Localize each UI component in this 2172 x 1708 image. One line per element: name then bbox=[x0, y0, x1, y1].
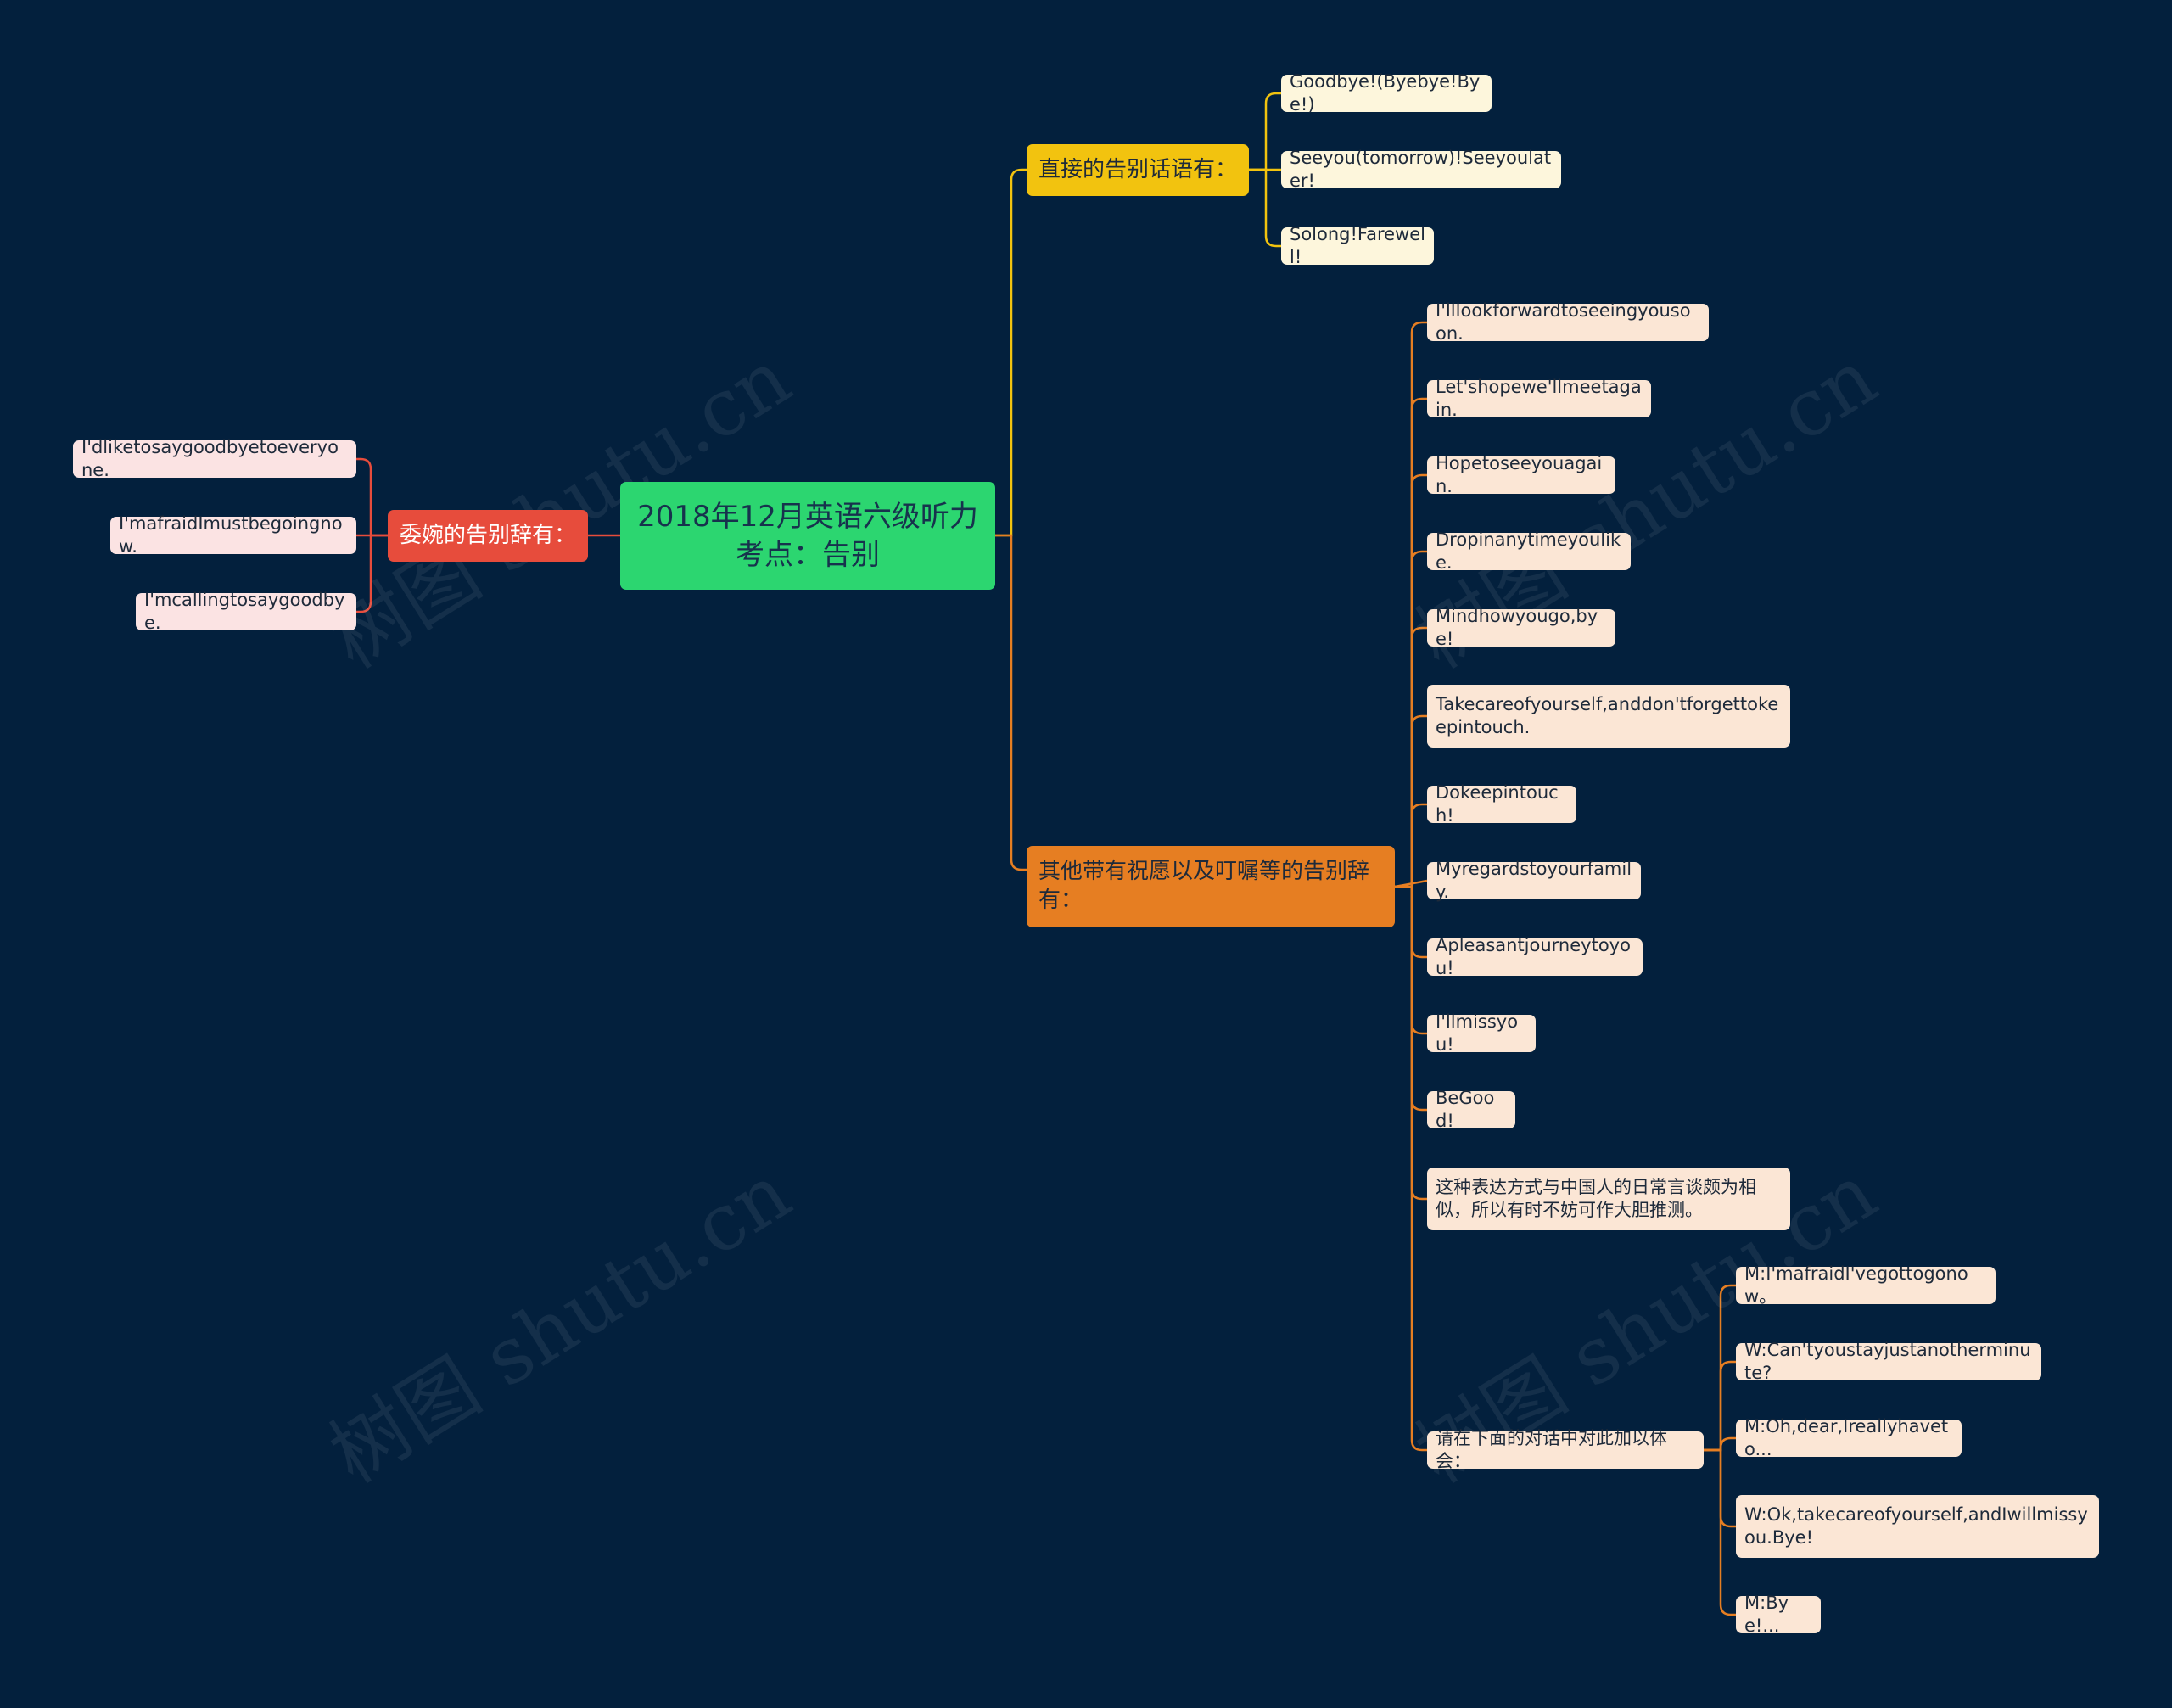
dialogue-line[interactable]: M:I'mafraidI'vegottogonow。 bbox=[1736, 1263, 1996, 1307]
connector-other-item bbox=[1395, 473, 1427, 888]
connector-root-direct bbox=[995, 168, 1027, 537]
connector-other-item bbox=[1395, 714, 1427, 888]
other-farewell-item[interactable]: Hopetoseeyouagain. bbox=[1427, 453, 1615, 496]
connector-other-item bbox=[1395, 626, 1427, 888]
connector-other-item bbox=[1395, 397, 1427, 888]
other-farewell-item[interactable]: Dropinanytimeyoulike. bbox=[1427, 529, 1631, 573]
root-topic[interactable]: 2018年12月英语六级听力考点：告别 bbox=[620, 482, 995, 590]
other-farewell-item[interactable]: Dokeepintouch! bbox=[1427, 782, 1576, 826]
connector-other-item bbox=[1395, 321, 1427, 888]
other-farewell-item[interactable]: Apleasantjourneytoyou! bbox=[1427, 935, 1643, 978]
dialogue-line[interactable]: M:Bye!... bbox=[1736, 1593, 1821, 1636]
dialogue-line[interactable]: W:Ok,takecareofyourself,andIwillmissyou.… bbox=[1736, 1495, 2099, 1558]
dialogue-prompt[interactable]: 请在下面的对话中对此加以体会： bbox=[1427, 1428, 1704, 1471]
other-farewell-item[interactable]: Let'shopewe'llmeetagain. bbox=[1427, 377, 1651, 420]
connector-dialogue-line bbox=[1704, 1448, 1736, 1616]
connector-root-other bbox=[995, 534, 1027, 871]
connector-other-item bbox=[1395, 885, 1427, 1452]
connector-polite-item bbox=[356, 534, 388, 613]
polite-farewell-item[interactable]: I'dliketosaygoodbyetoeveryone. bbox=[73, 437, 356, 480]
branch-direct-farewells[interactable]: 直接的告别话语有： bbox=[1027, 144, 1249, 196]
direct-farewell-item[interactable]: Goodbye!(Byebye!Bye!) bbox=[1281, 71, 1492, 115]
other-farewell-item[interactable]: Takecareofyourself,anddon'tforgettokeepi… bbox=[1427, 685, 1790, 748]
polite-farewell-item[interactable]: I'mafraidImustbegoingnow. bbox=[110, 513, 356, 557]
connector-dialogue-line bbox=[1704, 1284, 1736, 1452]
polite-farewell-item[interactable]: I'mcallingtosaygoodbye. bbox=[136, 590, 356, 633]
other-farewell-item[interactable]: Myregardstoyourfamily. bbox=[1427, 859, 1641, 902]
connector-direct-item bbox=[1249, 92, 1281, 171]
connector-other-item bbox=[1395, 803, 1427, 888]
connector-direct-item bbox=[1249, 168, 1281, 248]
other-farewell-item[interactable]: I'lllookforwardtoseeingyousoon. bbox=[1427, 300, 1709, 344]
connector-other-item bbox=[1395, 550, 1427, 888]
other-farewell-item[interactable]: Mindhowyougo,bye! bbox=[1427, 606, 1615, 649]
direct-farewell-item[interactable]: Seeyou(tomorrow)!Seeyoulater! bbox=[1281, 148, 1561, 191]
branch-polite-farewells[interactable]: 委婉的告别辞有： bbox=[388, 510, 588, 562]
connector-polite-item bbox=[356, 457, 388, 537]
other-farewell-item[interactable]: BeGood! bbox=[1427, 1088, 1515, 1131]
branch-other-farewells[interactable]: 其他带有祝愿以及叮嘱等的告别辞有： bbox=[1027, 846, 1395, 927]
connector-dialogue-line bbox=[1704, 1360, 1736, 1452]
direct-farewell-item[interactable]: Solong!Farewell! bbox=[1281, 224, 1434, 267]
connector-dialogue-line bbox=[1704, 1436, 1736, 1452]
other-farewell-item[interactable]: I'llmissyou! bbox=[1427, 1011, 1536, 1055]
dialogue-line[interactable]: W:Can'tyoustayjustanotherminute? bbox=[1736, 1340, 2041, 1383]
other-farewell-note[interactable]: 这种表达方式与中国人的日常言谈颇为相似，所以有时不妨可作大胆推测。 bbox=[1427, 1168, 1790, 1230]
dialogue-line[interactable]: M:Oh,dear,Ireallyhaveto... bbox=[1736, 1416, 1962, 1459]
